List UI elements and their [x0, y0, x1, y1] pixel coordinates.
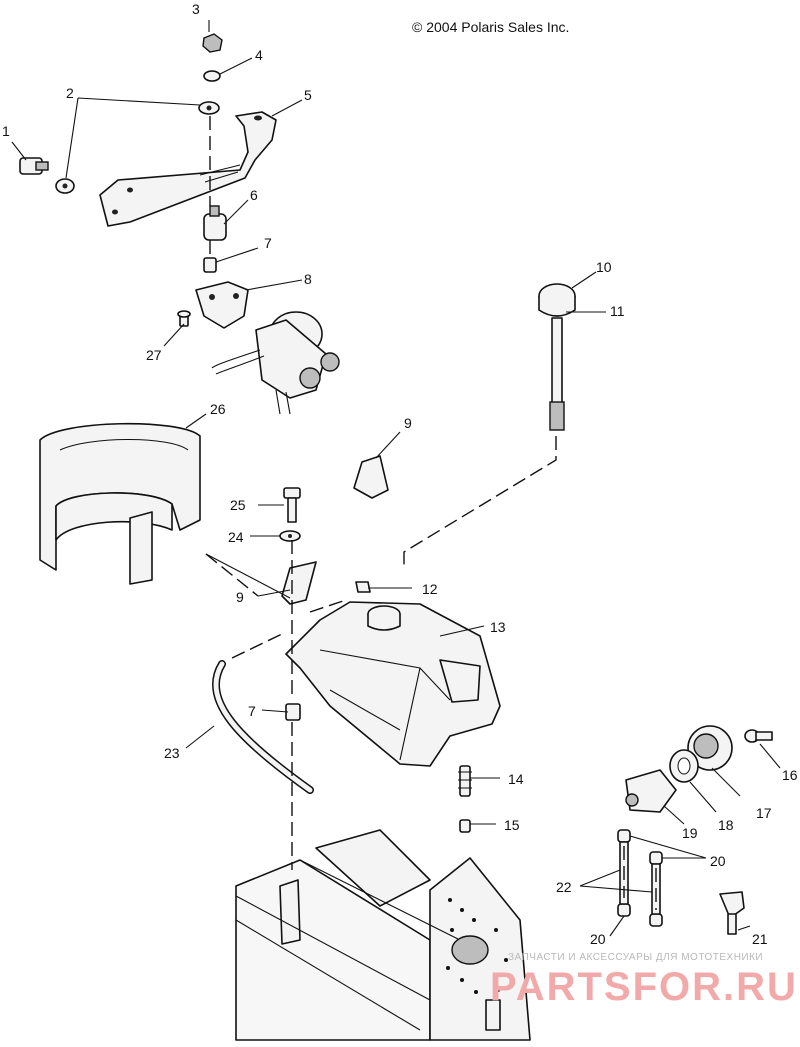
part-11-fuel-sender: [549, 317, 565, 431]
part-9-clip-lower: [281, 561, 317, 605]
part-12-clamp: [355, 581, 371, 593]
callout-17: 17: [756, 805, 772, 821]
watermark: ЗАПЧАСТИ И АКСЕССУАРЫ ДЛЯ МОТОТЕХНИКИ PA…: [490, 952, 798, 1009]
callout-9-lower: 9: [236, 589, 244, 605]
part-21-fitting: [719, 891, 745, 935]
part-25-bolt: [283, 487, 301, 523]
callout-19: 19: [682, 825, 698, 841]
callout-16: 16: [782, 767, 798, 783]
part-23-hose: [212, 660, 314, 794]
copyright-text: © 2004 Polaris Sales Inc.: [412, 19, 569, 35]
part-17-plate: [687, 725, 733, 771]
callout-10: 10: [596, 259, 612, 275]
part-1-bolt: [19, 157, 49, 175]
leader-lines: [11, 20, 781, 937]
watermark-logo: PARTSFOR.RU: [490, 965, 798, 1009]
callout-26: 26: [210, 401, 226, 417]
part-18-gasket: [669, 749, 699, 783]
part-20-caps: [617, 829, 663, 927]
part-16-screw: [744, 729, 773, 743]
part-9-clip-upper: [353, 455, 389, 499]
part-3-nut: [202, 33, 223, 53]
callout-21: 21: [752, 931, 768, 947]
part-6-mount: [203, 205, 227, 241]
callout-12: 12: [422, 581, 438, 597]
callout-5: 5: [304, 87, 312, 103]
callout-27: 27: [146, 347, 162, 363]
part-19-pump: [625, 769, 677, 813]
part-7-grommet-lower: [285, 703, 301, 721]
assembly-lines: [205, 116, 657, 910]
callout-20-upper: 20: [710, 853, 726, 869]
frame: [235, 829, 531, 1041]
part-7-grommet-upper: [203, 257, 217, 273]
watermark-tagline: ЗАПЧАСТИ И АКСЕССУАРЫ ДЛЯ МОТОТЕХНИКИ: [508, 952, 763, 963]
part-15-clip: [459, 819, 471, 833]
callout-3: 3: [192, 1, 200, 17]
part-10-fuel-cap: [538, 283, 576, 317]
callout-9-upper: 9: [404, 415, 412, 431]
callout-labels: 1 2 3 4 5 6 7 8 27 10 11 26 9 25 24 9 12…: [2, 1, 798, 947]
callout-24: 24: [228, 529, 244, 545]
callout-14: 14: [508, 771, 524, 787]
callout-25: 25: [230, 497, 246, 513]
callout-7-lower: 7: [248, 703, 256, 719]
part-8-carburetor: [195, 281, 340, 415]
callout-2: 2: [66, 85, 74, 101]
part-26-foam-pad: [39, 422, 201, 585]
callout-23: 23: [164, 745, 180, 761]
part-13-fuel-tank: [285, 601, 501, 767]
callout-20-lower: 20: [590, 931, 606, 947]
callout-15: 15: [504, 817, 520, 833]
callout-4: 4: [255, 47, 263, 63]
callout-1: 1: [2, 123, 10, 139]
part-5-bracket: [99, 111, 277, 227]
part-27-screw: [177, 310, 191, 327]
part-14-valve: [458, 765, 472, 797]
callout-11: 11: [610, 303, 625, 319]
callout-6: 6: [250, 187, 258, 203]
callout-7-upper: 7: [264, 235, 272, 251]
part-24-washer: [279, 530, 301, 542]
callout-8: 8: [304, 271, 312, 287]
part-2-washer: [55, 101, 220, 194]
callout-18: 18: [718, 817, 734, 833]
callout-22: 22: [556, 879, 572, 895]
callout-13: 13: [490, 619, 506, 635]
part-4-lockwasher: [203, 70, 221, 82]
